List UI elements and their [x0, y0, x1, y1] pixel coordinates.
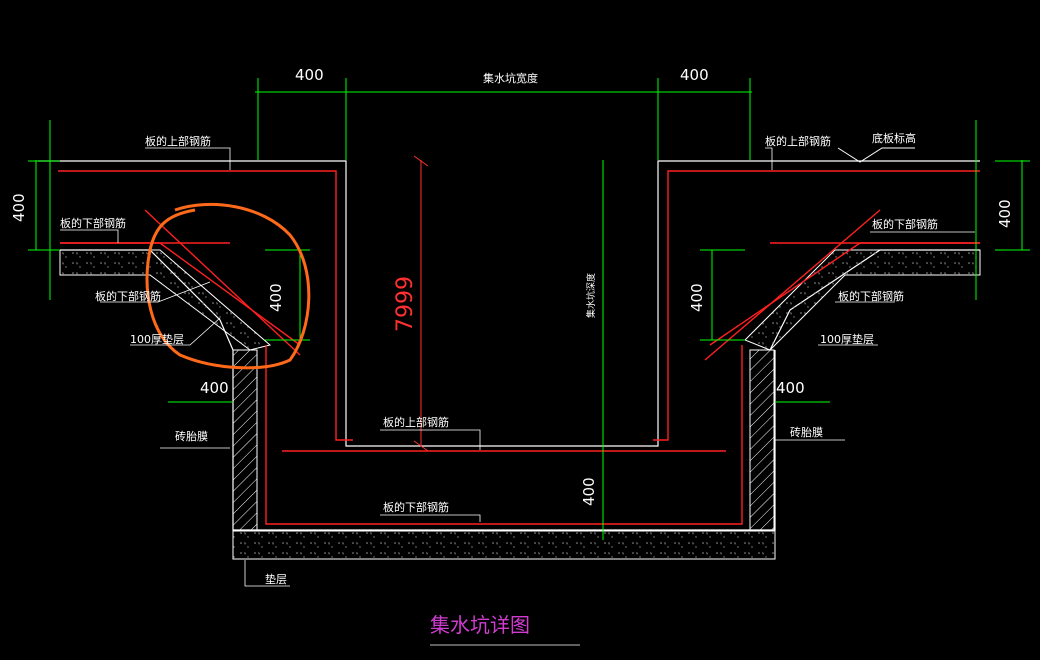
dim-pit-depth-red: 7999: [393, 276, 418, 332]
dim-top-middle: 集水坑宽度: [483, 71, 538, 85]
drawing-title: 集水坑详图: [430, 613, 530, 637]
dim-top-right: 400: [680, 66, 709, 84]
label-pit-top-rebar: 板的上部钢筋: [383, 415, 449, 429]
label-bottom-elevation: 底板标高: [872, 131, 916, 145]
dim-right-slab: 400: [996, 199, 1014, 228]
label-top-rebar-right: 板的上部钢筋: [765, 134, 831, 148]
bottom-cushion: [232, 530, 776, 560]
label-rebar-left-lower: 板的下部钢筋: [95, 289, 161, 303]
dim-top-left: 400: [295, 66, 324, 84]
dim-left-brick: 400: [200, 379, 229, 397]
label-pit-bottom-rebar: 板的下部钢筋: [383, 500, 449, 514]
label-cushion-left: 100厚垫层: [130, 332, 184, 346]
pit-outer-wall: [232, 350, 776, 531]
dim-left-slab: 400: [10, 193, 28, 222]
label-cushion-right: 100厚垫层: [820, 332, 874, 346]
label-top-rebar-left: 板的上部钢筋: [145, 134, 211, 148]
right-top-rebar: [653, 170, 980, 441]
left-top-rebar: [58, 170, 353, 441]
dim-bottom-slab: 400: [580, 477, 598, 506]
elevation-marker: [837, 147, 915, 163]
highlight-circle: [145, 202, 311, 370]
pit-depth-dim: [413, 155, 429, 452]
label-brick-mold-right: 砖胎膜: [790, 425, 823, 439]
label-rebar-right-lower: 板的下部钢筋: [838, 289, 904, 303]
dim-right-slope: 400: [688, 283, 706, 312]
label-cushion-bottom: 垫层: [265, 572, 287, 586]
pit-inner-rebar: [265, 345, 743, 525]
left-top-surface: [38, 160, 980, 447]
label-rebar-left-upper: 板的下部钢筋: [60, 216, 126, 230]
left-brick-mold: [232, 349, 258, 531]
dimension-lines: [28, 78, 1030, 540]
dim-pit-depth-label: 集水坑深度: [585, 273, 597, 318]
dim-left-slope: 400: [267, 283, 285, 312]
label-rebar-right-upper: 板的下部钢筋: [872, 217, 938, 231]
dim-right-brick: 400: [776, 379, 805, 397]
right-diagonal-rebar: [704, 209, 881, 361]
leader-lines: [60, 147, 975, 646]
left-diagonal-rebar: [144, 209, 301, 356]
rebar-lines: [58, 170, 980, 525]
label-brick-mold-left: 砖胎膜: [175, 429, 208, 443]
right-brick-mold: [749, 349, 775, 531]
